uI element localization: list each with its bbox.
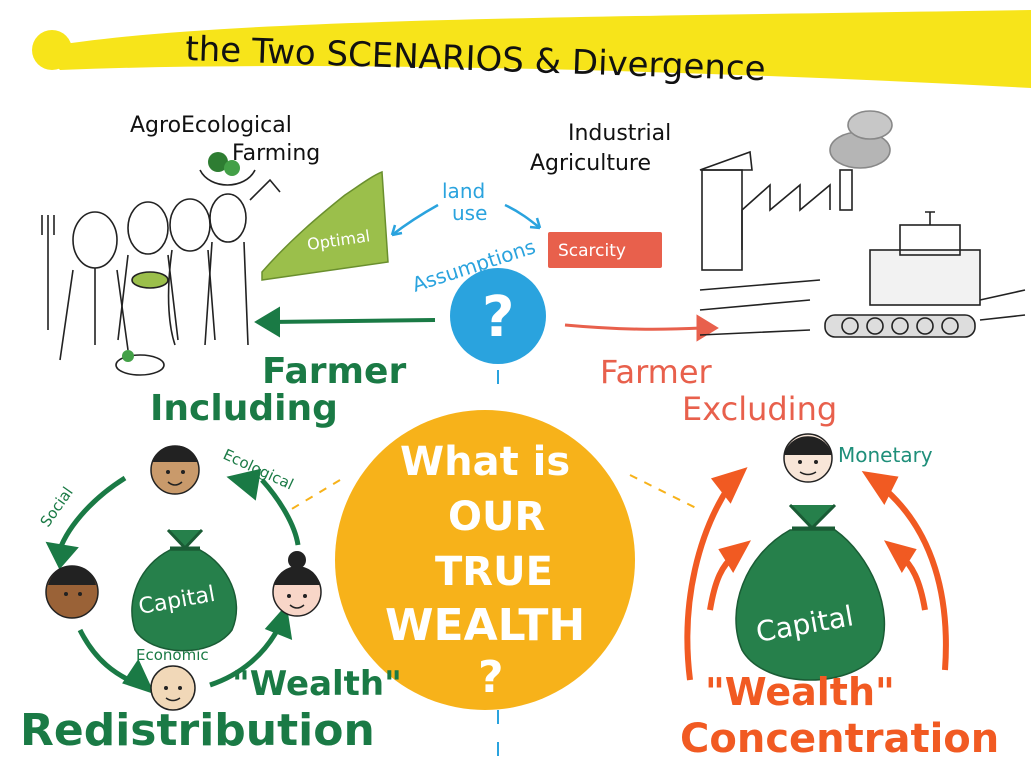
right-wealth-quote: "Wealth" (705, 670, 895, 714)
true-wealth-line4: WEALTH (385, 600, 585, 651)
land-use-line1: land (442, 179, 485, 203)
farmers-illustration (41, 152, 281, 376)
question-mark: ? (482, 285, 514, 350)
farmer-excluding-line2: Excluding (682, 390, 837, 428)
right-capital-bag (735, 503, 886, 681)
scarcity-tag (548, 232, 662, 268)
monetary-face (783, 433, 833, 483)
title-banner (32, 10, 1031, 88)
concentration-label: Concentration (680, 716, 999, 762)
concentration-arrows (684, 467, 949, 681)
true-wealth-line3: TRUE (435, 549, 553, 595)
land-use-line2: use (452, 201, 487, 225)
farmer-including-line1: Farmer (262, 351, 406, 392)
ecological-face (272, 551, 322, 617)
economic-face (150, 665, 196, 711)
left-face (45, 565, 99, 619)
social-face (150, 445, 200, 495)
redistribution-label: Redistribution (20, 705, 375, 756)
farmer-including-line2: Including (150, 388, 338, 429)
land-use-arrows (390, 203, 542, 237)
true-wealth-line5: ? (478, 652, 504, 703)
agroecological-heading-line1: AgroEcological (130, 113, 292, 138)
dashed-connectors (289, 474, 701, 511)
assumptions-question-icon (450, 268, 546, 364)
true-wealth-line2: OUR (448, 494, 545, 540)
industrial-illustration (699, 110, 1026, 338)
monetary-label: Monetary (838, 443, 933, 467)
left-capital-bag (131, 528, 238, 652)
farmer-excluding-line1: Farmer (600, 353, 713, 391)
true-wealth-line1: What is (400, 439, 570, 485)
agroecological-heading-line2: Farming (232, 141, 320, 166)
industrial-heading-line2: Agriculture (530, 151, 651, 176)
industrial-heading-line1: Industrial (568, 121, 671, 146)
redistribution-cycle (45, 468, 301, 695)
economic-label: Economic (136, 646, 209, 664)
social-label: Social (37, 484, 77, 531)
true-wealth-circle (335, 410, 635, 710)
scarcity-label: Scarcity (558, 241, 626, 261)
farmer-excluding-arrow (564, 314, 719, 342)
farmer-including-arrow (254, 306, 436, 338)
optimal-land-shape (261, 170, 389, 281)
left-wealth-quote: "Wealth" (232, 664, 402, 704)
ecological-label: Ecological (220, 445, 296, 493)
